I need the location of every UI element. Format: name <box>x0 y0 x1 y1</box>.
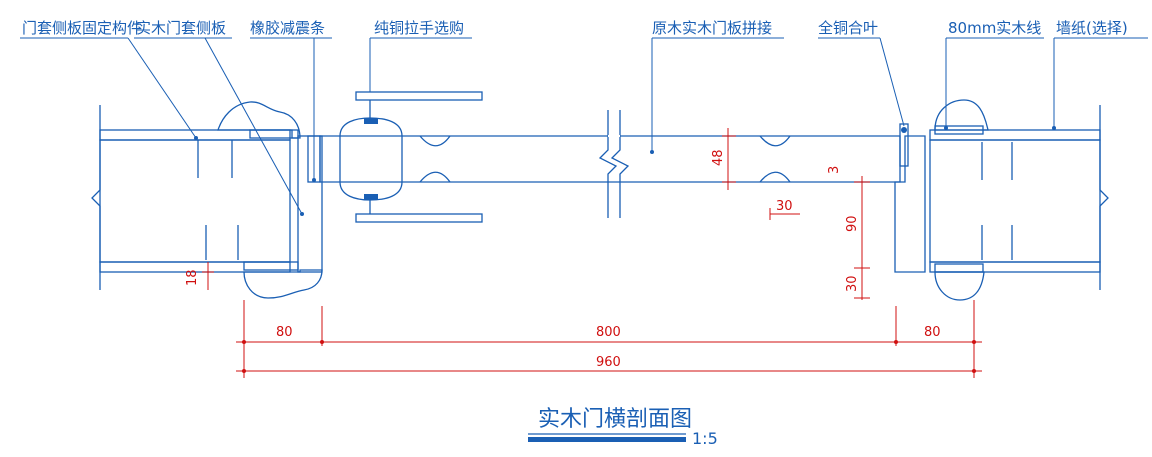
label-frame-side-fixing: 门套侧板固定构件 <box>22 19 142 37</box>
drawing-scale: 1:5 <box>692 429 718 448</box>
left-fixing-screws <box>197 140 239 260</box>
dim-vertical-3: 3 <box>827 166 842 174</box>
label-rubber-strip: 橡胶减震条 <box>250 19 325 37</box>
dim-overall-960: 960 <box>596 355 621 370</box>
door-leaf <box>319 110 901 218</box>
drawing-title: 实木门横剖面图 <box>538 407 692 432</box>
dim-left-80: 80 <box>276 325 293 340</box>
drawing-title-block: 实木门横剖面图 1:5 <box>528 407 718 448</box>
label-solid-wood-panel-joint: 原木实木门板拼接 <box>652 19 772 37</box>
dim-vertical-30: 30 <box>845 275 860 292</box>
label-wallpaper: 墙纸(选择) <box>1056 19 1128 37</box>
dim-gap-30: 30 <box>776 199 793 214</box>
right-wall <box>894 99 1109 301</box>
dim-left-18: 18 <box>185 269 200 286</box>
callout-labels: 门套侧板固定构件 实木门套侧板 橡胶减震条 纯铜拉手选购 原木实木门板拼接 全铜… <box>22 19 1128 37</box>
title-underline-bar <box>528 437 686 442</box>
door-handle <box>339 91 483 223</box>
label-trim-80mm: 80mm实木线 <box>948 19 1041 37</box>
dimension-lines <box>202 128 982 378</box>
label-copper-hinge: 全铜合叶 <box>818 19 878 37</box>
dim-right-80: 80 <box>924 325 941 340</box>
label-copper-handle: 纯铜拉手选购 <box>374 19 464 37</box>
dim-thickness-48: 48 <box>711 149 726 166</box>
label-solid-wood-frame-side: 实木门套侧板 <box>136 19 226 37</box>
leader-lines <box>20 37 1148 216</box>
left-wall <box>91 101 323 299</box>
dim-vertical-90: 90 <box>845 215 860 232</box>
dim-door-800: 800 <box>596 325 621 340</box>
dimension-texts: 80 800 80 960 48 30 90 30 3 18 <box>185 149 941 370</box>
